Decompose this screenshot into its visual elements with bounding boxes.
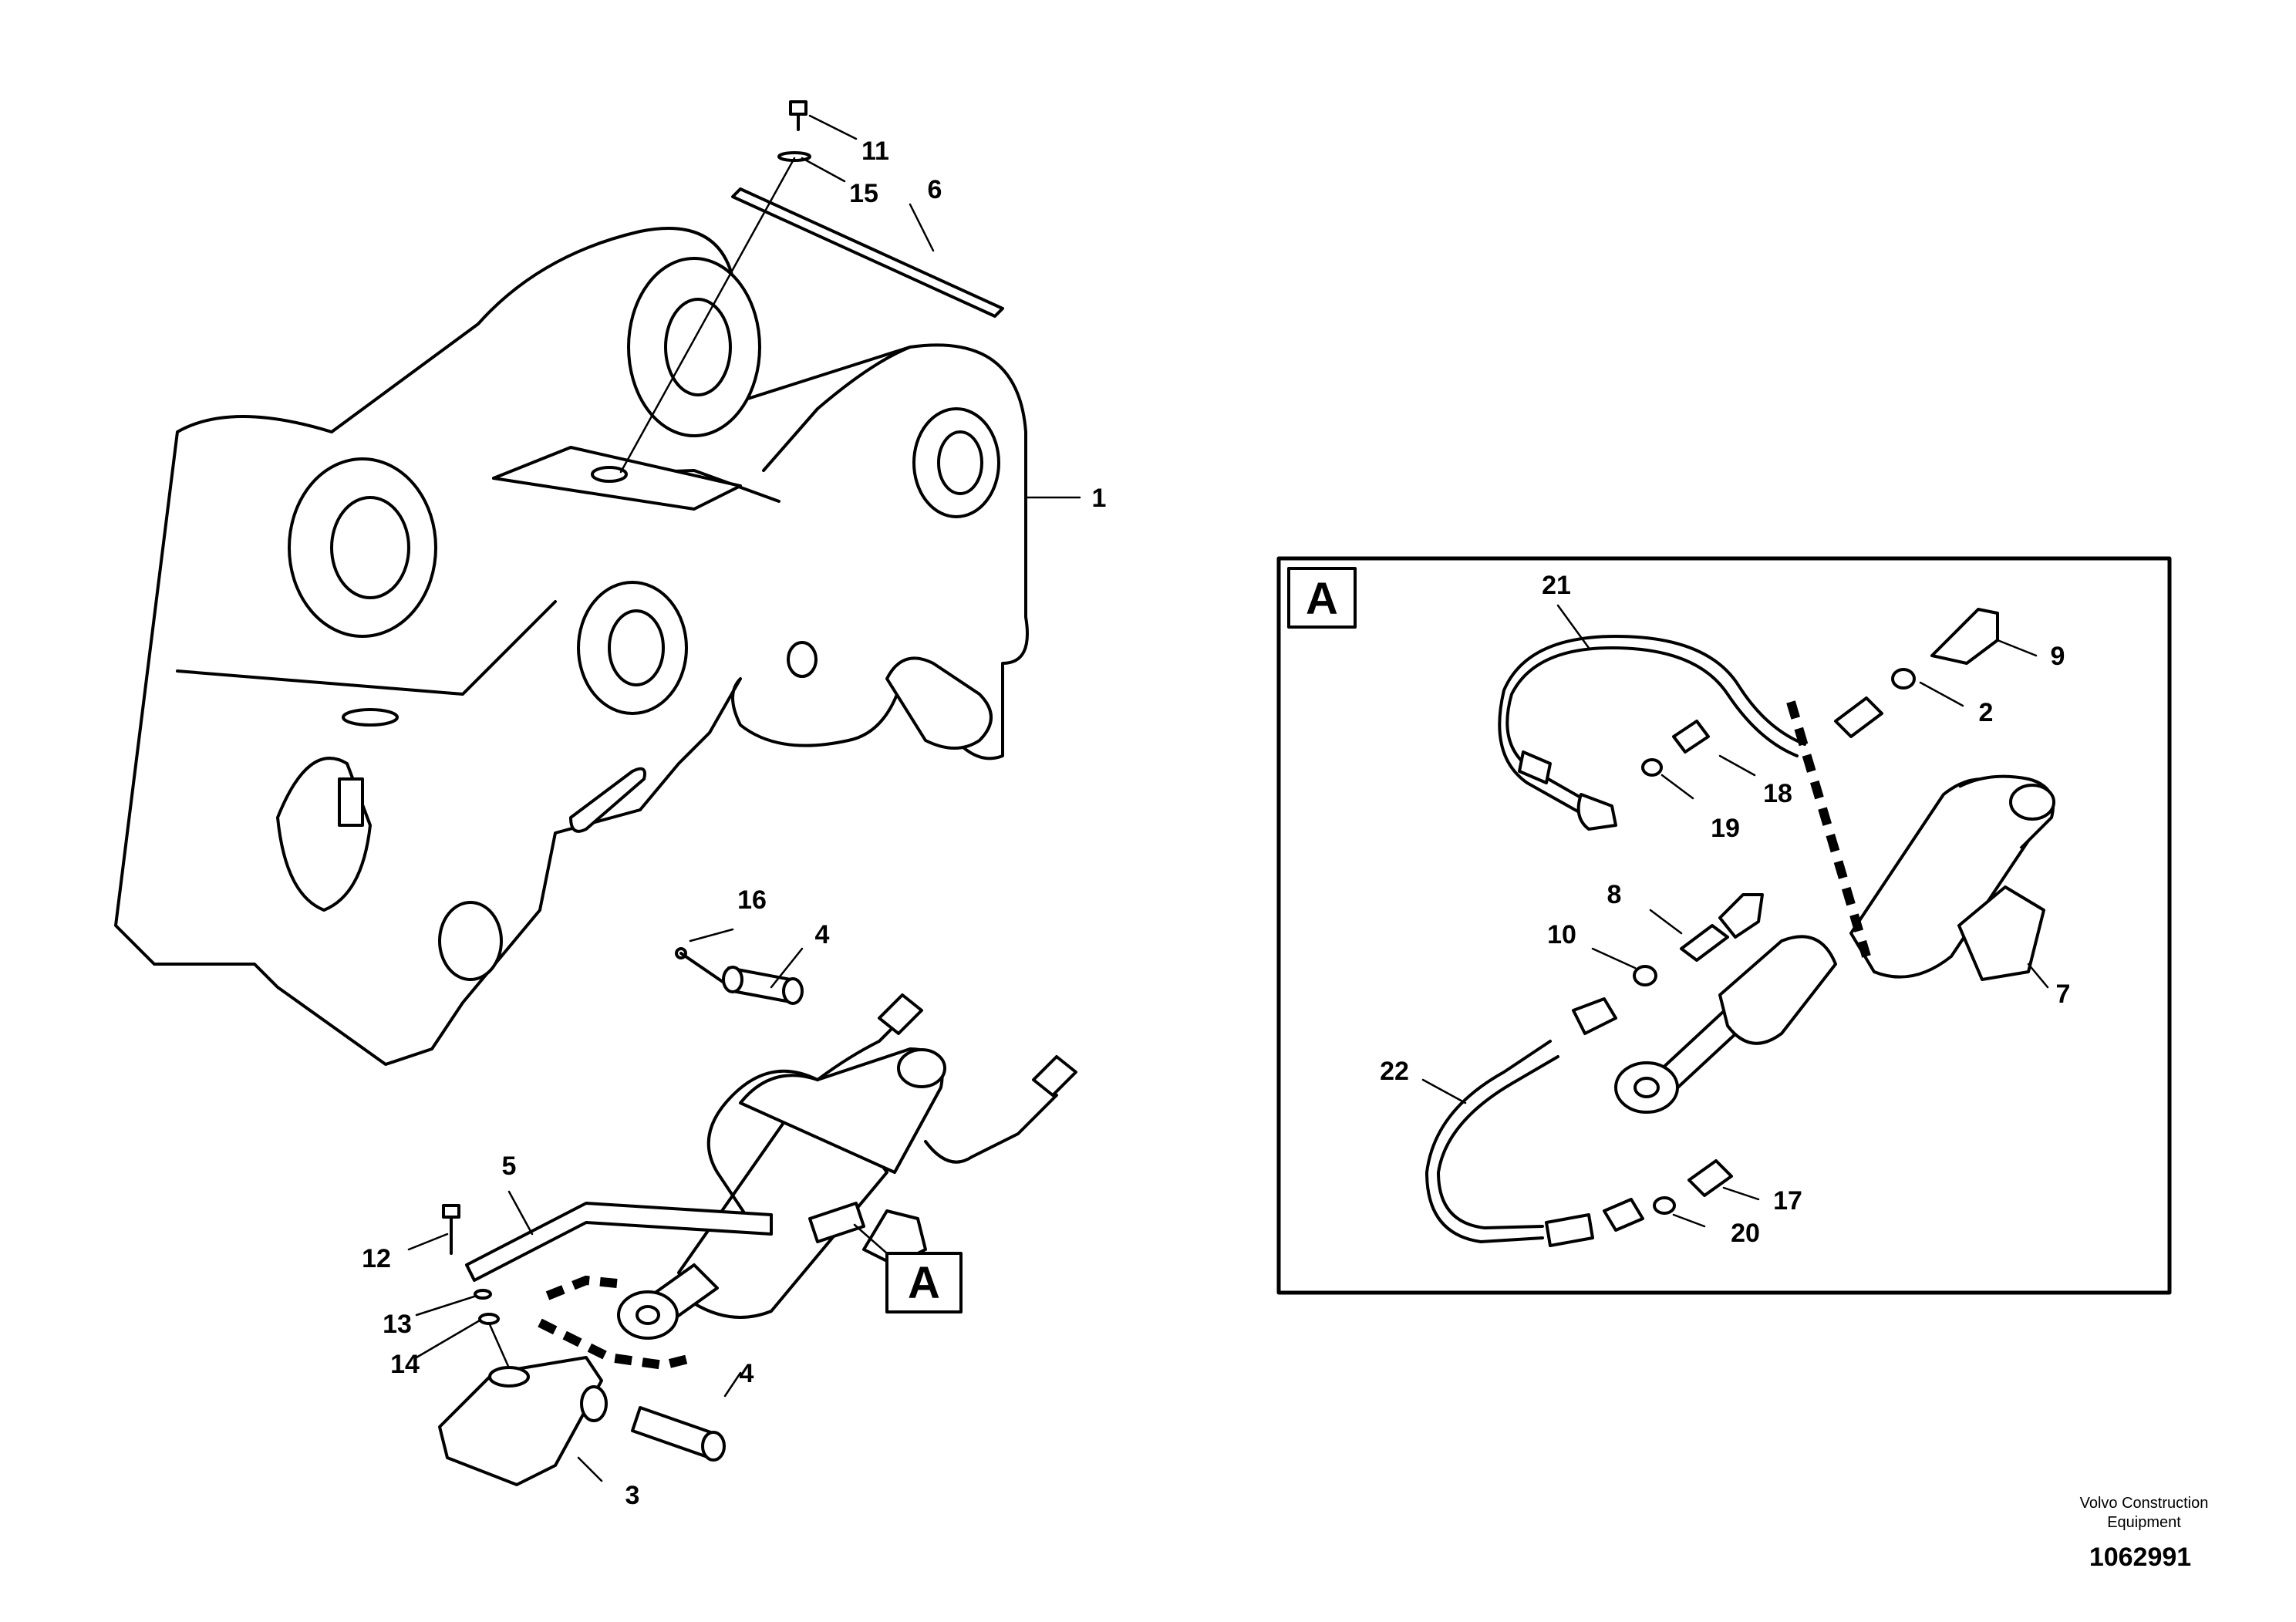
detail-a-marker-label: A <box>908 1258 940 1308</box>
callout-1: 1 <box>1092 484 1107 513</box>
callout-11: 11 <box>861 137 889 166</box>
company-name-line2: Equipment <box>2107 1514 2181 1531</box>
callout-21: 21 <box>1542 571 1571 600</box>
cover-plate <box>731 187 1004 318</box>
callout-22: 22 <box>1380 1057 1409 1086</box>
callout-15: 15 <box>849 179 878 208</box>
callout-5: 5 <box>502 1152 517 1181</box>
callout-7: 7 <box>2056 980 2071 1009</box>
callout-labels: 11 15 6 1 16 4 5 12 13 14 3 4 21 9 2 18 … <box>362 137 2070 1510</box>
detail-a-marker <box>885 1252 963 1313</box>
callout-16: 16 <box>737 885 767 915</box>
callout-12: 12 <box>362 1244 391 1273</box>
callout-19: 19 <box>1711 814 1740 843</box>
callout-2: 2 <box>1979 698 1994 727</box>
dashed-outline <box>538 1318 696 1371</box>
dashed-outline <box>545 1275 625 1300</box>
pin-4-lower <box>631 1406 726 1462</box>
bracket-3 <box>438 1356 608 1486</box>
callout-4-upper: 4 <box>815 920 830 949</box>
pin-4-upper <box>722 966 804 1005</box>
cylinder-assembly-main <box>617 993 1077 1340</box>
drawing-number: 1062991 <box>2089 1543 2191 1572</box>
dashed-outline <box>1786 700 1871 958</box>
leader-line <box>853 1223 888 1255</box>
callout-9: 9 <box>2051 642 2065 671</box>
washer-13 <box>474 1289 492 1300</box>
detail-a-tag <box>1287 567 1357 629</box>
callout-18: 18 <box>1763 779 1792 808</box>
callout-8: 8 <box>1607 880 1622 909</box>
footer: Volvo Construction Equipment 1062991 <box>2080 1495 2209 1572</box>
screw-11 <box>789 100 807 131</box>
callout-3: 3 <box>625 1481 640 1510</box>
callout-6: 6 <box>928 175 942 204</box>
rod-5 <box>465 1202 773 1282</box>
leader-lines <box>407 114 2049 1482</box>
detail-a-tag-label: A <box>1306 574 1338 624</box>
company-name-line1: Volvo Construction <box>2080 1495 2209 1512</box>
callout-4-lower: 4 <box>740 1359 754 1388</box>
callout-14: 14 <box>390 1350 420 1379</box>
callout-13: 13 <box>383 1310 412 1339</box>
callout-17: 17 <box>1773 1186 1802 1216</box>
assembly-line <box>619 157 796 474</box>
quick-coupler-frame <box>114 227 1029 1066</box>
callout-10: 10 <box>1547 920 1576 949</box>
detail-a-components <box>1425 608 2055 1247</box>
pin-clip-16 <box>675 947 727 985</box>
bolt-12 <box>442 1204 460 1255</box>
callout-20: 20 <box>1731 1219 1760 1248</box>
